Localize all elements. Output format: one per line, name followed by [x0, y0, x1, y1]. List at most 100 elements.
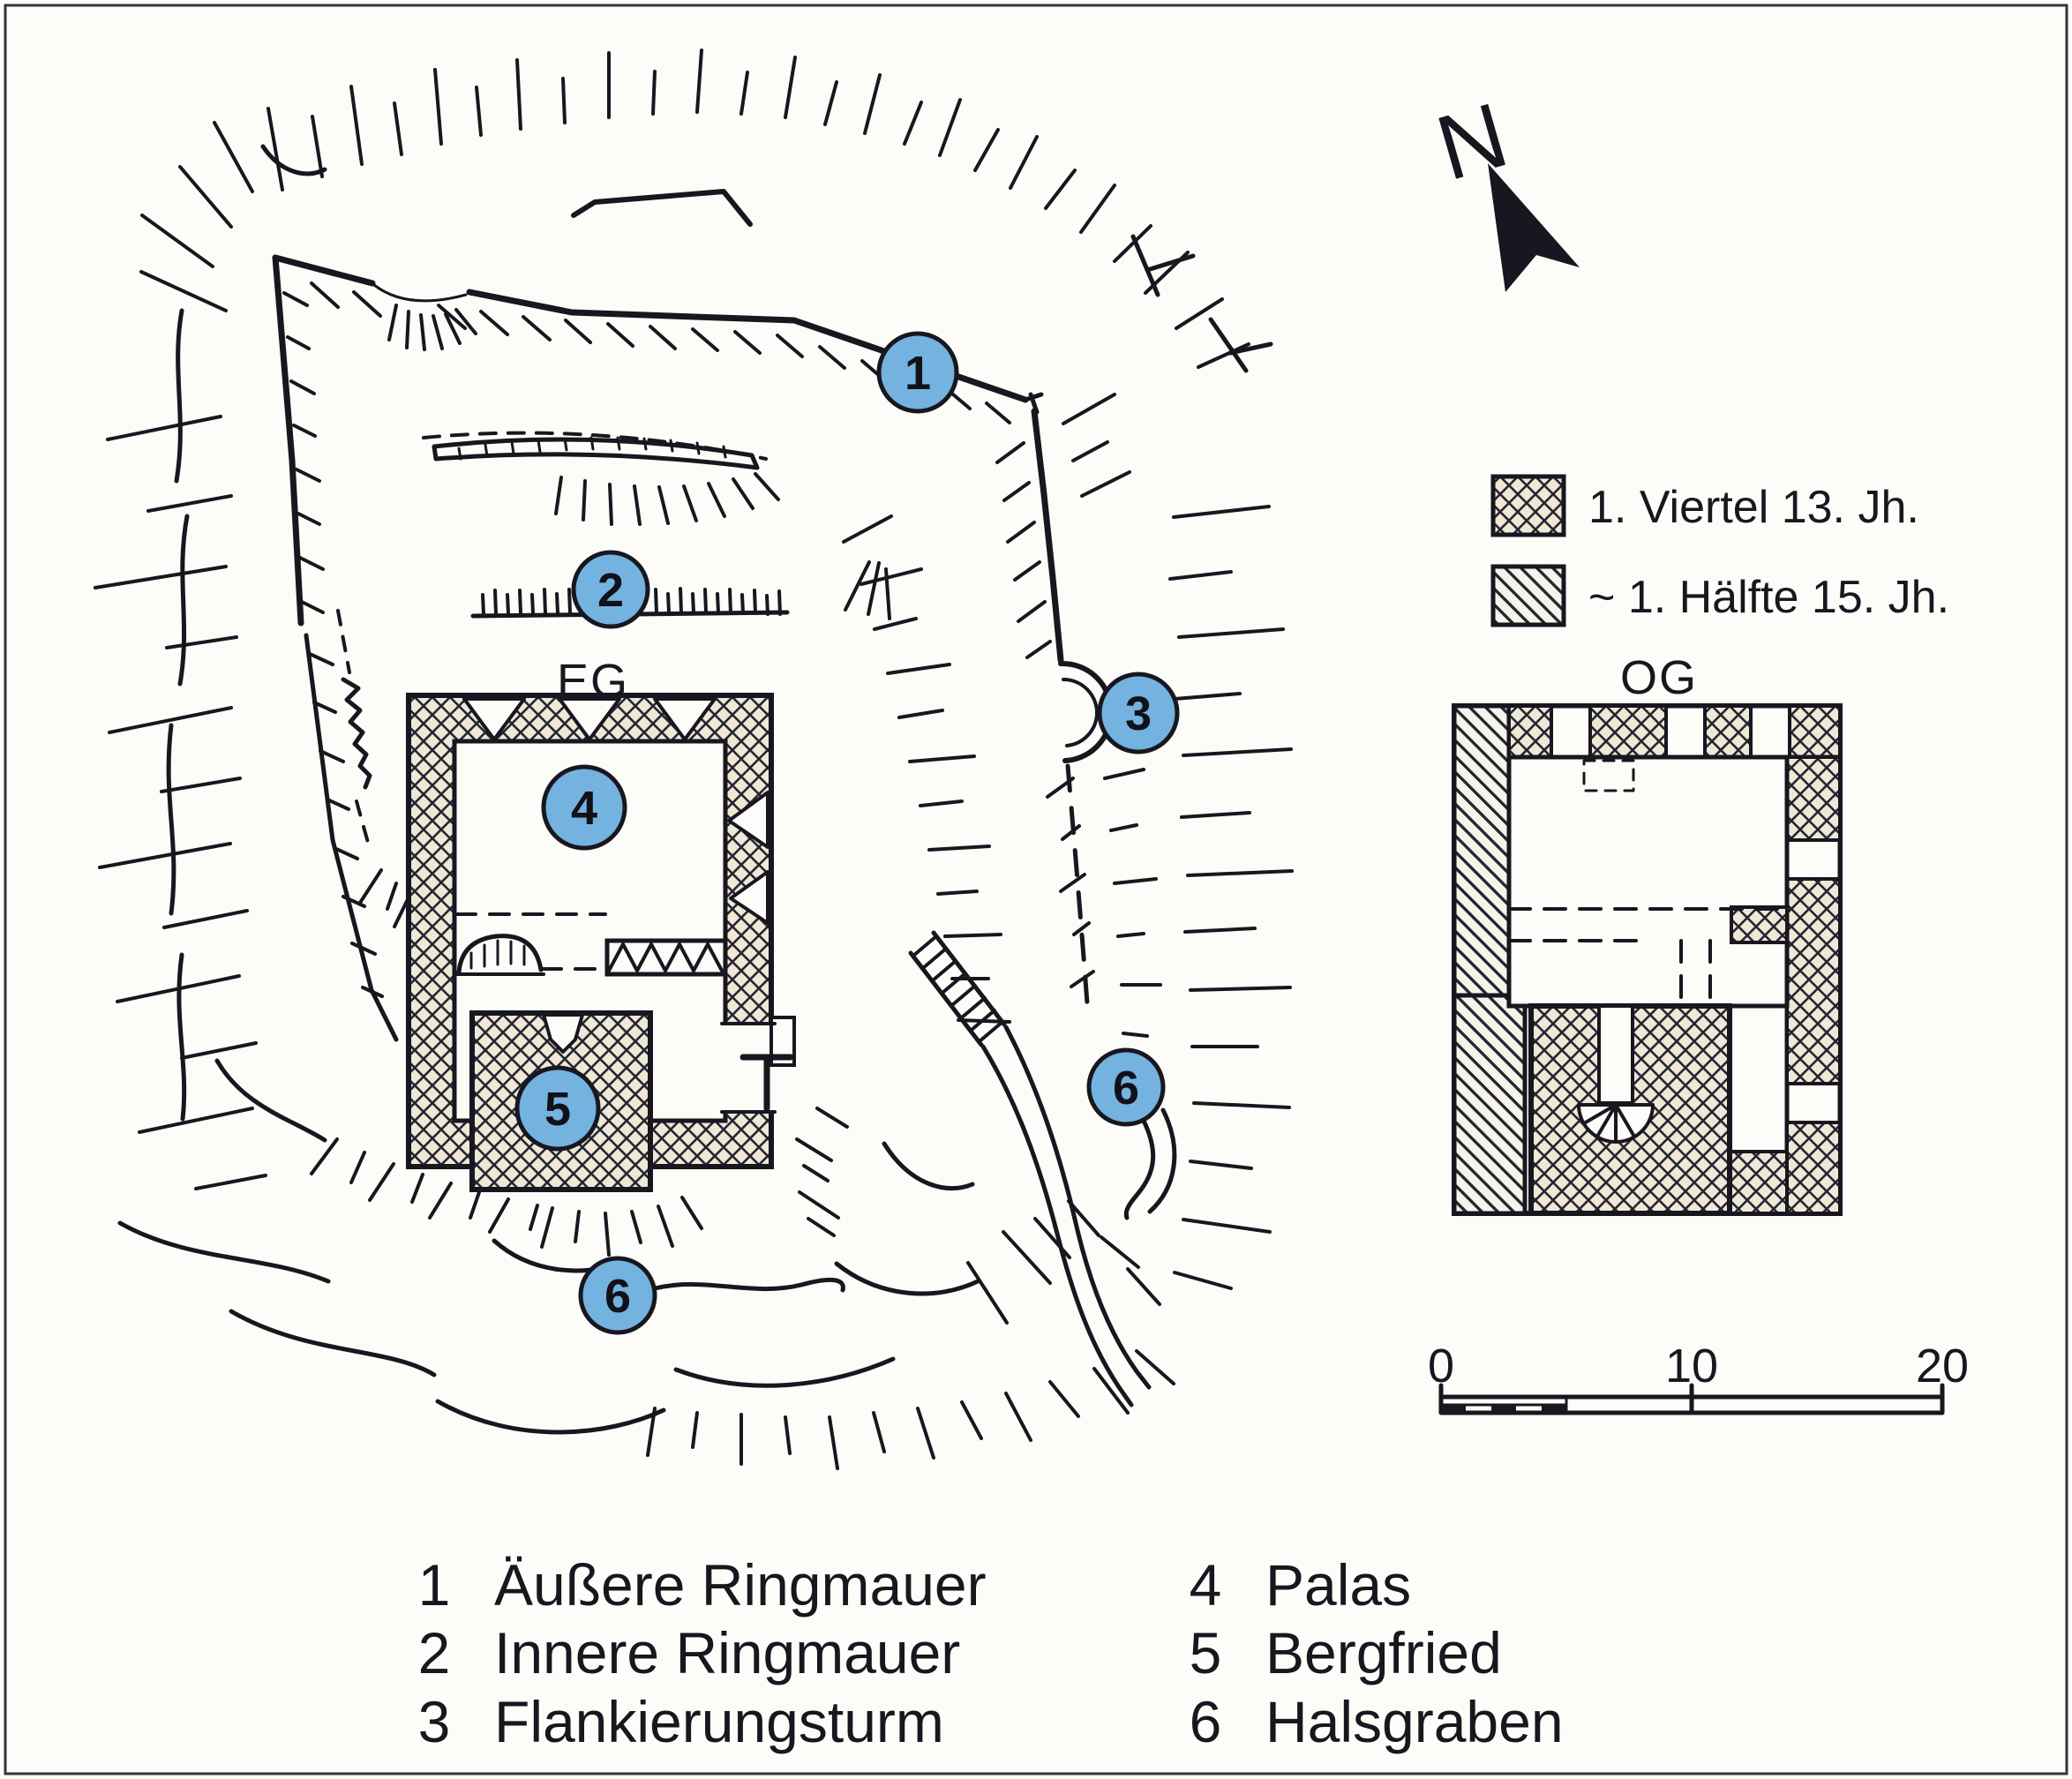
marker-circle	[514, 1065, 601, 1152]
og-label: OG	[1620, 651, 1698, 704]
og-wall-stub	[1730, 905, 1789, 944]
contour-line	[882, 1141, 975, 1191]
outer-wall-west	[272, 254, 304, 627]
hachure-fan-tower	[540, 1196, 703, 1257]
path-edge-east	[1003, 1025, 1152, 1390]
scale-cell	[1441, 1405, 1466, 1413]
wall-hachures-left-lower	[308, 652, 384, 998]
north-arrowhead-icon	[1488, 163, 1580, 292]
tower-door-notch	[542, 1013, 584, 1054]
marker-circle	[876, 331, 959, 414]
hachure-burst-left-inner	[358, 868, 428, 928]
scale-cell	[1491, 1405, 1516, 1413]
legend-num-5: 5	[1190, 1620, 1222, 1685]
marker-circle	[541, 764, 627, 851]
hachure-path-burst	[966, 1199, 1161, 1325]
embrasure	[462, 697, 526, 741]
eg-plan: EG	[406, 655, 796, 1192]
path-stair-rungs	[912, 935, 1004, 1043]
og-wall-segment	[1785, 755, 1842, 842]
rock-mark	[1130, 234, 1273, 373]
outer-wall-top	[272, 254, 376, 287]
contour-line	[177, 514, 190, 687]
hachure-band-topleft	[139, 121, 254, 312]
ruin-dash-left	[336, 609, 372, 851]
hachure-fan-building-right	[795, 1107, 849, 1237]
marker-6-bottom: 6	[578, 1256, 657, 1335]
marker-circle	[1097, 672, 1180, 754]
wall-hachures-top	[310, 281, 1011, 424]
eg-stair-arch	[456, 934, 544, 975]
terrain-contours	[117, 144, 1273, 1435]
og-plan: OG	[1452, 651, 1843, 1216]
hachure-band-left	[94, 415, 267, 1190]
wall-hachures-left	[282, 291, 325, 614]
eg-stair-joints	[469, 939, 526, 970]
legend-label-3: Flankierungsturm	[494, 1689, 944, 1754]
og-wall-segment	[1507, 704, 1553, 759]
og-west-wall-lower	[1452, 993, 1528, 1216]
marker-circle	[571, 550, 650, 629]
og-wall-segment	[1788, 704, 1842, 759]
legend-num-4: 4	[1190, 1552, 1222, 1618]
marker-circle	[578, 1256, 657, 1335]
legend-label-2: Innere Ringmauer	[494, 1620, 960, 1685]
marker-circle	[1086, 1047, 1166, 1127]
wall-hachures-right	[995, 441, 1052, 659]
contour-line	[176, 952, 187, 1122]
og-stair-slot	[1597, 1004, 1634, 1105]
access-path	[908, 930, 1152, 1407]
contour-line	[673, 1356, 896, 1388]
legend-num-1: 1	[418, 1552, 451, 1618]
outer-wall-west-lower	[304, 633, 399, 1042]
marker-2: 2	[571, 550, 650, 629]
legend: 1 Äußere Ringmauer 2 Innere Ringmauer 3 …	[418, 1552, 1564, 1754]
legend-label-5: Bergfried	[1265, 1620, 1502, 1685]
legend-num-2: 2	[418, 1620, 451, 1685]
rock-ledge-line	[571, 189, 753, 227]
og-south-wall	[1728, 1150, 1789, 1215]
hachure-band-right-outer	[1062, 393, 1294, 1290]
leader-6-bottom	[652, 1277, 845, 1293]
ruin-fragment	[422, 431, 768, 470]
path-edge-west	[980, 1044, 1134, 1407]
swatch-crosshatch-icon	[1490, 474, 1566, 537]
contour-line	[260, 144, 327, 176]
contour-line	[1147, 1107, 1177, 1214]
contour-line	[229, 1309, 437, 1377]
eg-label: EG	[557, 655, 629, 708]
og-hall-interior	[1506, 754, 1790, 1009]
eg-doorway-jambs	[720, 1022, 777, 1114]
legend-label-1: Äußere Ringmauer	[494, 1552, 987, 1618]
legend-num-3: 3	[418, 1689, 451, 1754]
inner-wall-ticks	[481, 587, 782, 616]
period-legend: 1. Viertel 13. Jh. ~ 1. Hälfte 15. Jh.	[1490, 474, 1949, 627]
eg-dashed-partition	[454, 912, 607, 971]
hachure-fan-bottomleft	[310, 1137, 539, 1234]
embrasure-east	[729, 870, 769, 925]
contour-line	[166, 723, 176, 916]
legend-label-6: Halsgraben	[1265, 1689, 1564, 1754]
og-dashed-feature	[1582, 759, 1635, 792]
scale-cell	[1542, 1405, 1566, 1413]
legend-num-6: 6	[1190, 1689, 1222, 1754]
tower-inner-arc	[1062, 677, 1100, 747]
hachure-fan-wall-notch	[387, 304, 477, 351]
outer-wall-east	[1031, 408, 1064, 664]
marker-4: 4	[541, 764, 627, 851]
marker-number: 5	[544, 1083, 571, 1136]
period-label-13jh: 1. Viertel 13. Jh.	[1588, 482, 1919, 533]
contour-line	[174, 308, 184, 484]
scale-bar: 0 10 20	[1428, 1340, 1969, 1415]
og-wall-segment	[1703, 704, 1753, 759]
marker-leaders	[652, 1116, 1156, 1293]
contour-line	[834, 1261, 980, 1296]
hachure-band-top	[267, 49, 1250, 369]
period-label-15jh: ~ 1. Hälfte 15. Jh.	[1588, 572, 1949, 623]
embrasure	[653, 697, 717, 741]
contour-line	[435, 1399, 666, 1435]
ruin-squiggle	[341, 677, 372, 790]
og-spiral-stair-icon	[1577, 1103, 1655, 1144]
hachure-fan-ruin	[554, 472, 780, 526]
marker-number: 1	[905, 347, 931, 400]
